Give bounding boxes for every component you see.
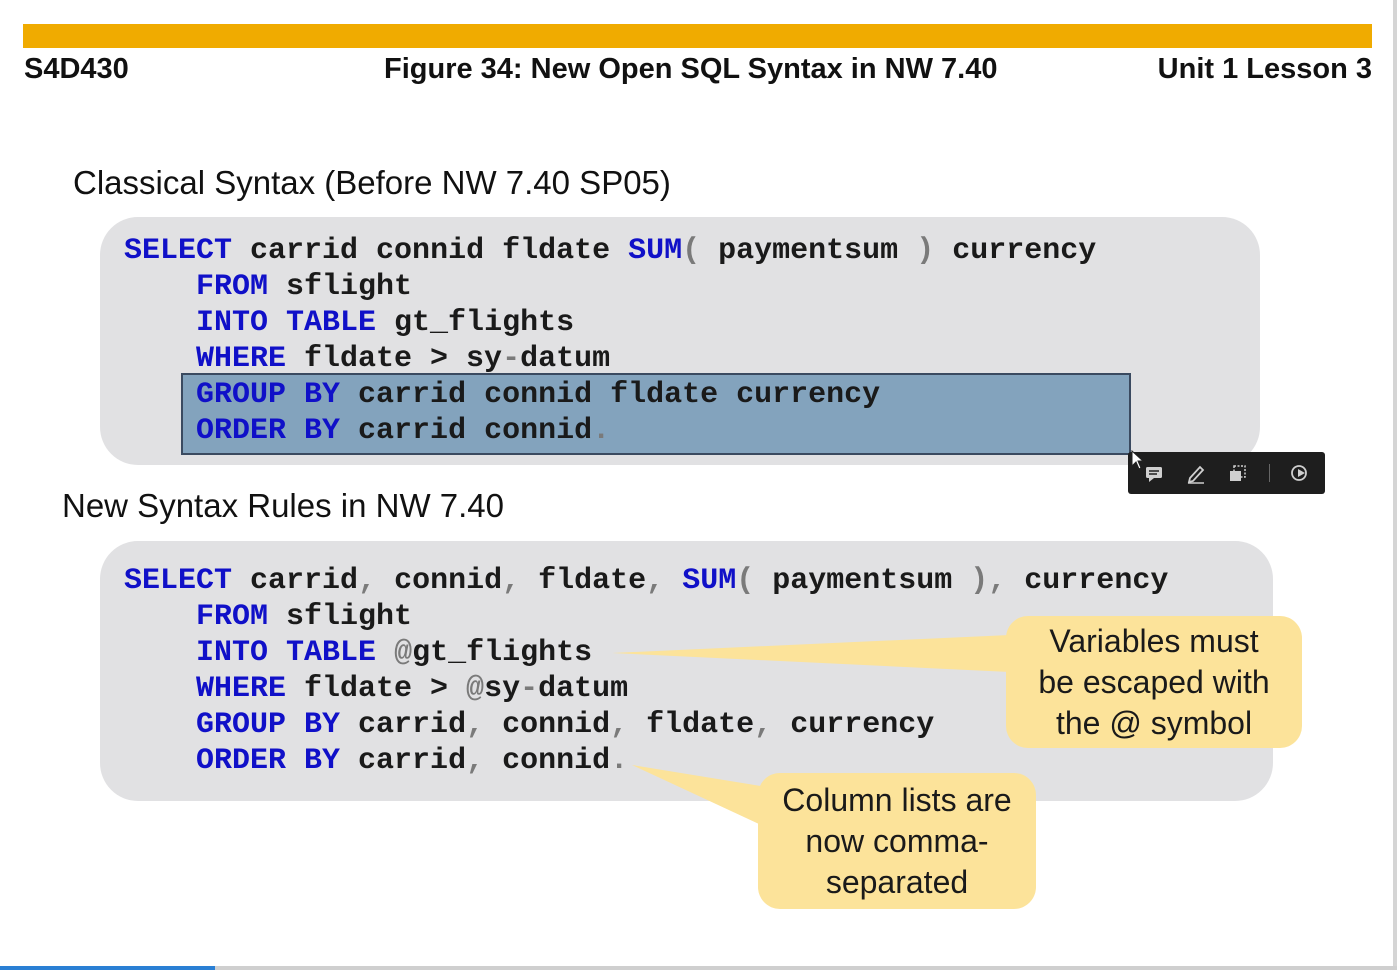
selection-highlight[interactable]: [181, 373, 1131, 455]
new-code-line-5: GROUP BY carrid, connid, fldate, currenc…: [196, 708, 935, 742]
new-code-line-3: INTO TABLE @gt_flights: [196, 636, 593, 670]
toolbar-separator: [1269, 464, 1270, 482]
columns-callout-line-2: now comma-: [805, 822, 989, 859]
variables-callout-pointer: [612, 635, 1010, 672]
variables-callout: Variables must be escaped with the @ sym…: [1006, 616, 1302, 748]
new-code-line-2: FROM sflight: [196, 600, 413, 634]
copy-icon[interactable]: [1225, 460, 1251, 486]
new-syntax-title: New Syntax Rules in NW 7.40: [62, 487, 505, 524]
playback-progress: [0, 966, 215, 970]
classic-code-line-2: FROM sflight: [196, 270, 413, 304]
classic-code-line-4: WHERE fldate > sy-datum: [196, 342, 611, 376]
new-code-line-1: SELECT carrid, connid, fldate, SUM( paym…: [124, 564, 1169, 598]
variables-callout-line-2: be escaped with: [1038, 663, 1270, 700]
mouse-cursor-icon: [1131, 450, 1145, 470]
classic-code-line-1: SELECT carrid connid fldate SUM( payment…: [124, 234, 1097, 268]
unit-lesson: Unit 1 Lesson 3: [1157, 53, 1372, 85]
columns-callout-line-1: Column lists are: [782, 781, 1012, 818]
variables-callout-line-3: the @ symbol: [1055, 704, 1253, 741]
figure-title: Figure 34: New Open SQL Syntax in NW 7.4…: [384, 53, 998, 85]
new-code-line-6: ORDER BY carrid, connid.: [196, 744, 629, 778]
classic-code-line-3: INTO TABLE gt_flights: [196, 306, 575, 340]
share-icon[interactable]: [1286, 460, 1312, 486]
playback-track[interactable]: [0, 966, 1397, 970]
comment-icon[interactable]: [1141, 460, 1167, 486]
variables-callout-line-1: Variables must: [1049, 622, 1259, 659]
accent-bar: [23, 24, 1372, 48]
course-code: S4D430: [24, 53, 129, 85]
classical-syntax-title: Classical Syntax (Before NW 7.40 SP05): [73, 164, 671, 201]
window-edge: [1393, 0, 1397, 970]
classic-code-line-5: GROUP BY carrid connid fldate currency: [196, 378, 881, 412]
new-code-line-4: WHERE fldate > @sy-datum: [196, 672, 629, 706]
annotation-toolbar: [1128, 452, 1325, 494]
classic-code-line-6: ORDER BY carrid connid.: [196, 414, 611, 448]
pen-icon[interactable]: [1183, 460, 1209, 486]
columns-callout-pointer: [632, 765, 785, 830]
columns-callout-line-3: separated: [825, 863, 969, 900]
columns-callout: Column lists are now comma- separated: [758, 773, 1036, 909]
